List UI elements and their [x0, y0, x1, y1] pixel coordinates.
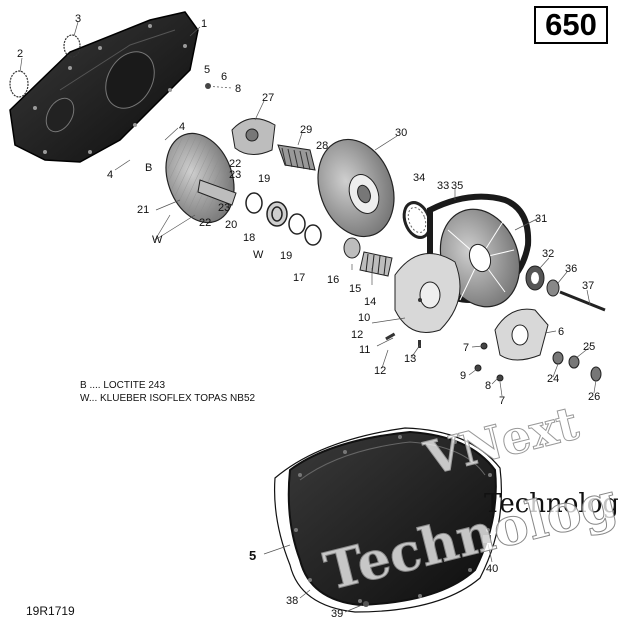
- callout-18: 18: [243, 232, 255, 244]
- callout-25: 25: [583, 341, 595, 353]
- callout-6: 6: [221, 71, 227, 83]
- callout-23b: 23: [218, 202, 230, 214]
- bushing-set: [245, 192, 322, 246]
- callout-35: 35: [451, 180, 463, 192]
- screw-part-5: [204, 83, 233, 89]
- callout-9: 9: [460, 370, 466, 382]
- callout-22b: 22: [199, 217, 211, 229]
- callout-13: 13: [404, 353, 416, 365]
- leader-lines: [19, 21, 597, 613]
- cover-hardware-39-40: [363, 535, 491, 607]
- callout-20: 20: [225, 219, 237, 231]
- drive-pulley-fixed-half: [165, 132, 237, 224]
- callout-38: 38: [286, 595, 298, 607]
- callout-21: 21: [137, 204, 149, 216]
- diagram-code: 19R1719: [26, 604, 75, 618]
- model-label: 650: [534, 6, 608, 44]
- callout-16: 16: [327, 274, 339, 286]
- o-ring-part-3: [63, 34, 81, 58]
- callout-33: 33: [437, 180, 449, 192]
- o-ring-part-2: [9, 70, 29, 98]
- legend: B .... LOCTITE 243 W... KLUEBER ISOFLEX …: [80, 379, 255, 405]
- callout-15: 15: [349, 283, 361, 295]
- driven-pulley-spacer-spring: [343, 237, 393, 277]
- callout-8: 8: [235, 83, 241, 95]
- watermark-line-2: Technolog: [484, 489, 618, 519]
- callout-37: 37: [582, 280, 594, 292]
- callout-26: 26: [588, 391, 600, 403]
- callout-19a: 19: [258, 173, 270, 185]
- callout-5-cover: 5: [249, 548, 256, 563]
- callout-28: 28: [316, 140, 328, 152]
- callout-40: 40: [486, 563, 498, 575]
- callout-22a: 22: [229, 158, 241, 170]
- callout-23a: 23: [229, 169, 241, 181]
- callout-17: 17: [293, 272, 305, 284]
- callout-2: 2: [17, 48, 23, 60]
- driven-pulley-movable-half: [394, 253, 461, 333]
- callout-29: 29: [300, 124, 312, 136]
- callout-24: 24: [547, 373, 559, 385]
- callout-34: 34: [413, 172, 425, 184]
- callout-7a: 7: [463, 342, 469, 354]
- callout-30: 30: [395, 127, 407, 139]
- callout-b: B: [145, 162, 152, 174]
- callout-7b: 7: [499, 395, 505, 407]
- callout-4b: 4: [107, 169, 113, 181]
- callout-8b: 8: [485, 380, 491, 392]
- callout-27: 27: [262, 92, 274, 104]
- callout-19b: 19: [280, 250, 292, 262]
- callout-39: 39: [331, 608, 343, 620]
- callout-w2: W: [253, 249, 264, 261]
- callout-6b: 6: [558, 326, 564, 338]
- callout-36: 36: [565, 263, 577, 275]
- watermark-line-1: VNext: [419, 395, 585, 485]
- callout-10: 10: [358, 312, 370, 324]
- drive-pulley-sheave: [317, 138, 395, 238]
- callout-4: 4: [179, 121, 185, 133]
- callout-3: 3: [75, 13, 81, 25]
- outer-cover: [287, 430, 497, 607]
- legend-grease: W... KLUEBER ISOFLEX TOPAS NB52: [80, 393, 256, 404]
- callout-12a: 12: [351, 329, 363, 341]
- callout-5: 5: [204, 64, 210, 76]
- parts-32-37: [525, 265, 606, 312]
- callout-32: 32: [542, 248, 554, 260]
- callout-31: 31: [535, 213, 547, 225]
- drive-pulley-spring: [277, 144, 316, 171]
- legend-loctite: B .... LOCTITE 243: [80, 380, 166, 391]
- drive-pulley-cap: [231, 118, 276, 155]
- inner-cover-part: [9, 11, 199, 163]
- callout-11: 11: [359, 344, 370, 356]
- callout-12b: 12: [374, 365, 386, 377]
- cover-gasket: [274, 427, 503, 613]
- screw-set-11-14: [385, 298, 422, 348]
- callout-w1: W: [152, 234, 163, 246]
- callout-14: 14: [364, 296, 376, 308]
- part-callouts: 1 2 3 4 4 5 6 8 B 27 28 29 30 22 23 19 2…: [17, 13, 600, 620]
- fasteners-7-9-24-26: [474, 342, 602, 382]
- callout-1: 1: [201, 18, 207, 30]
- driven-pulley-cam: [494, 308, 549, 361]
